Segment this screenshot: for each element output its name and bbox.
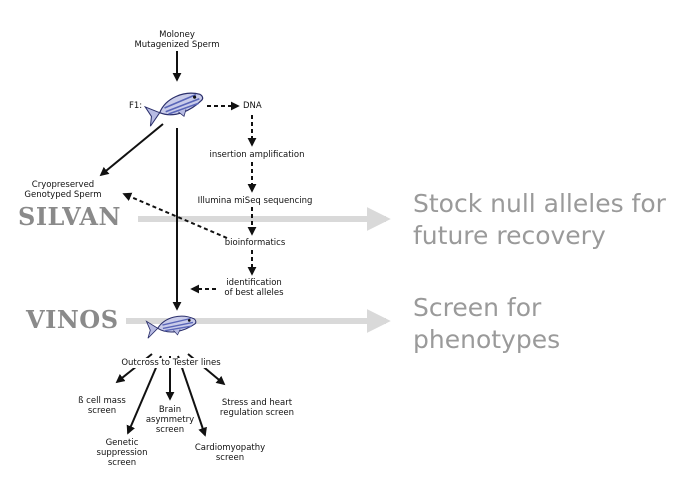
vinos-label: VINOS bbox=[26, 305, 119, 334]
outcross-label: Outcross to Tester lines bbox=[116, 358, 226, 368]
arrow-bioinformatics-to-cryo bbox=[122, 192, 228, 239]
silvan-label: SILVAN bbox=[18, 202, 121, 231]
zebrafish-icon bbox=[143, 87, 208, 128]
sequencing-label: Illumina miSeq sequencing bbox=[197, 196, 313, 206]
dna-label: DNA bbox=[243, 101, 262, 111]
arrow-f1-to-cryo bbox=[99, 123, 164, 177]
arrow-to-cardio bbox=[177, 355, 207, 437]
bioinformatics-label: bioinformatics bbox=[224, 238, 286, 248]
arrow-to-genetic bbox=[126, 355, 162, 435]
zebrafish-icon bbox=[144, 313, 198, 340]
f1-label: F1: bbox=[129, 101, 143, 111]
insertion-label: insertion amplification bbox=[209, 150, 305, 160]
